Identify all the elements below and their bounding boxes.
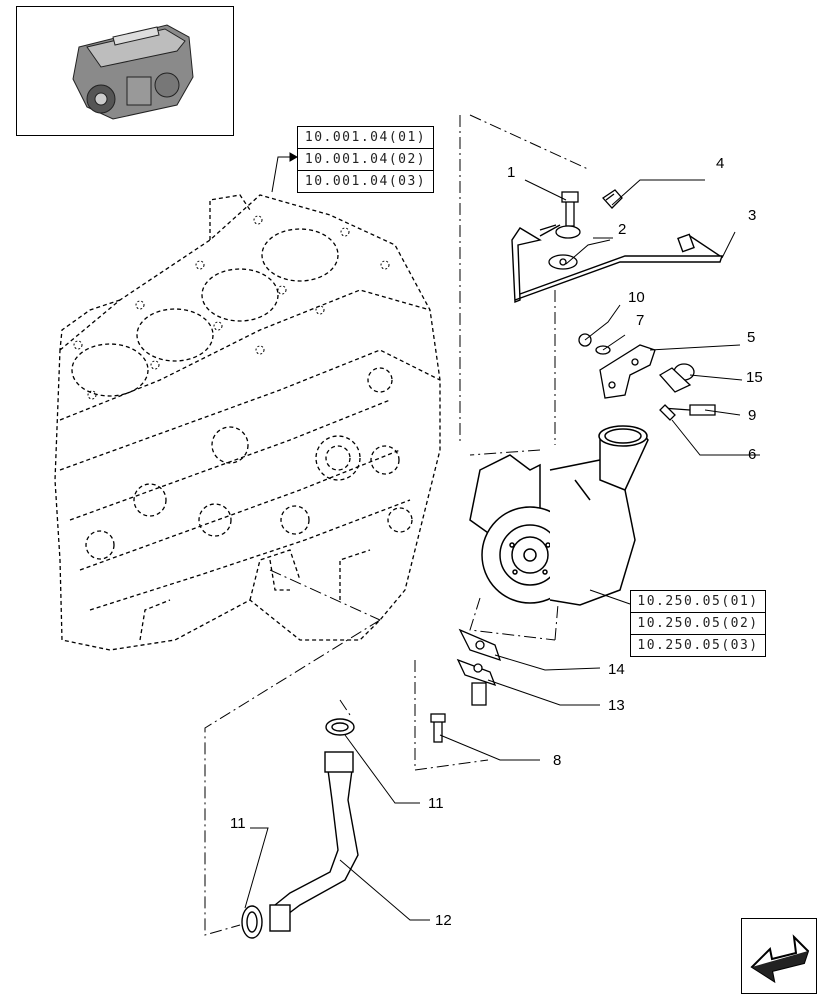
callout-7[interactable]: 7: [636, 312, 644, 329]
ref-link[interactable]: 10.250.05(03): [637, 638, 759, 653]
callout-10[interactable]: 10: [628, 289, 645, 306]
back-arrow-icon: [750, 934, 810, 984]
leader-lines: [244, 179, 760, 921]
callout-13[interactable]: 13: [608, 697, 625, 714]
engine-block-phantom: [54, 194, 441, 651]
callout-8[interactable]: 8: [553, 752, 561, 769]
callout-14[interactable]: 14: [608, 661, 625, 678]
callout-11[interactable]: 11: [428, 795, 444, 812]
oil-drain-pipe: [241, 718, 359, 939]
adapter-fitting: [602, 189, 623, 209]
ref-link[interactable]: 10.001.04(01): [298, 127, 433, 149]
engine-thumbnail[interactable]: [16, 6, 234, 136]
ref-arrow: [271, 152, 299, 193]
callout-12[interactable]: 12: [435, 912, 452, 929]
ref-link[interactable]: 10.001.04(03): [304, 174, 427, 189]
callout-2[interactable]: 2: [618, 221, 626, 238]
head-bolts: [73, 215, 390, 400]
engine-block-refs: 10.001.04(01) 10.001.04(02) 10.001.04(03…: [297, 126, 434, 193]
banjo-bolt: [539, 191, 581, 270]
assembly-lines: [204, 114, 591, 936]
support-bracket: [578, 333, 716, 421]
callout-4[interactable]: 4: [716, 155, 724, 172]
ref-link[interactable]: 10.001.04(02): [298, 149, 433, 171]
callout-1[interactable]: 1: [507, 164, 515, 181]
callout-11[interactable]: 11: [230, 815, 246, 832]
turbocharger-refs: 10.250.05(01) 10.250.05(02) 10.250.05(03…: [630, 590, 766, 657]
callout-3[interactable]: 3: [748, 207, 756, 224]
ref-link[interactable]: 10.250.05(01): [631, 591, 765, 613]
callout-9[interactable]: 9: [748, 407, 756, 424]
back-nav-button[interactable]: [741, 918, 817, 994]
drain-flange: [430, 628, 502, 743]
oil-feed-pipe: [511, 224, 723, 304]
callout-5[interactable]: 5: [747, 329, 755, 346]
ref-link[interactable]: 10.250.05(02): [631, 613, 765, 635]
callout-6[interactable]: 6: [748, 446, 756, 463]
engine-thumbnail-icon: [72, 24, 194, 120]
turbocharger: [469, 425, 649, 606]
callout-15[interactable]: 15: [746, 369, 763, 386]
